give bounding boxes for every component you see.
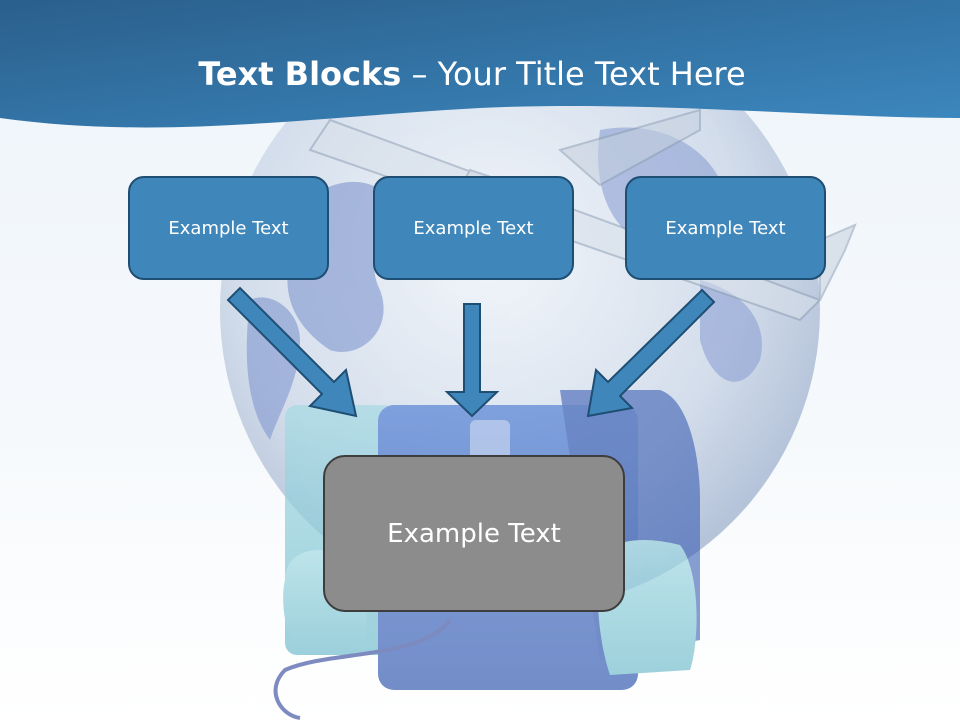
- target-text-block-label: Example Text: [387, 518, 561, 549]
- target-text-block[interactable]: Example Text: [323, 455, 625, 612]
- text-block-1-label: Example Text: [168, 217, 289, 239]
- arrow-right: [586, 288, 716, 418]
- text-block-1[interactable]: Example Text: [128, 176, 329, 280]
- arrow-center: [444, 303, 500, 418]
- page-title: Text Blocks – Your Title Text Here: [0, 52, 944, 96]
- title-rest: Your Title Text Here: [437, 55, 746, 93]
- title-bold: Text Blocks: [198, 55, 402, 93]
- title-dash: –: [401, 55, 438, 93]
- text-block-3-label: Example Text: [665, 217, 786, 239]
- text-block-2-label: Example Text: [413, 217, 534, 239]
- arrow-left: [226, 286, 358, 418]
- text-block-2[interactable]: Example Text: [373, 176, 574, 280]
- header-band: [0, 0, 960, 128]
- text-block-3[interactable]: Example Text: [625, 176, 826, 280]
